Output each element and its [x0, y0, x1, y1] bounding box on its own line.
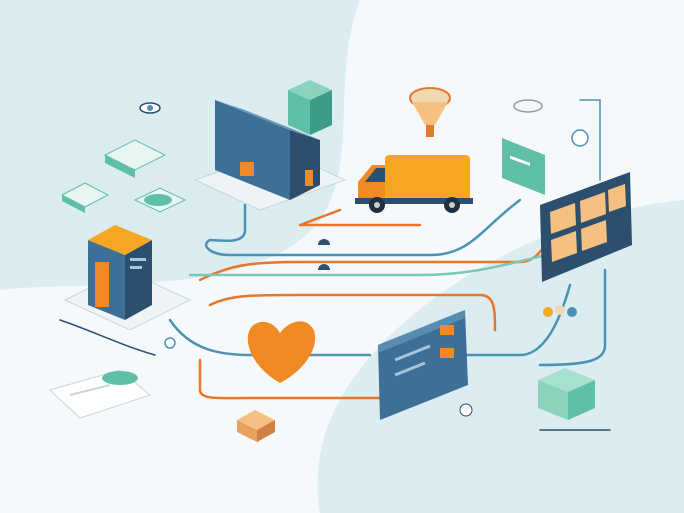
building-icon: [193, 100, 347, 211]
document-icon: [502, 138, 545, 195]
package-box-icon: [237, 410, 275, 442]
background-blob-left: [0, 0, 360, 290]
clock-icon: [459, 403, 473, 417]
server-cube-icon: [538, 368, 595, 420]
delivery-van-icon: [355, 155, 473, 213]
bell-icon: [318, 239, 330, 245]
node-circle: [164, 337, 176, 349]
bell-icon: [318, 264, 330, 270]
info-panel-icon: [378, 310, 468, 420]
paper-document-icon: [49, 369, 152, 419]
data-cube-icon: [288, 80, 332, 135]
node-circle: [571, 129, 589, 147]
background-blob-right: [317, 200, 684, 513]
dashboard-panel-icon: [540, 172, 632, 282]
cloud-icon: [513, 99, 543, 113]
tile-icons: [60, 102, 187, 213]
funnel-icon: [409, 87, 451, 137]
heart-icon: [247, 321, 316, 383]
flow-lines: [59, 99, 611, 431]
map-pin-icon: [543, 305, 577, 317]
warehouse-icon: [63, 225, 192, 331]
